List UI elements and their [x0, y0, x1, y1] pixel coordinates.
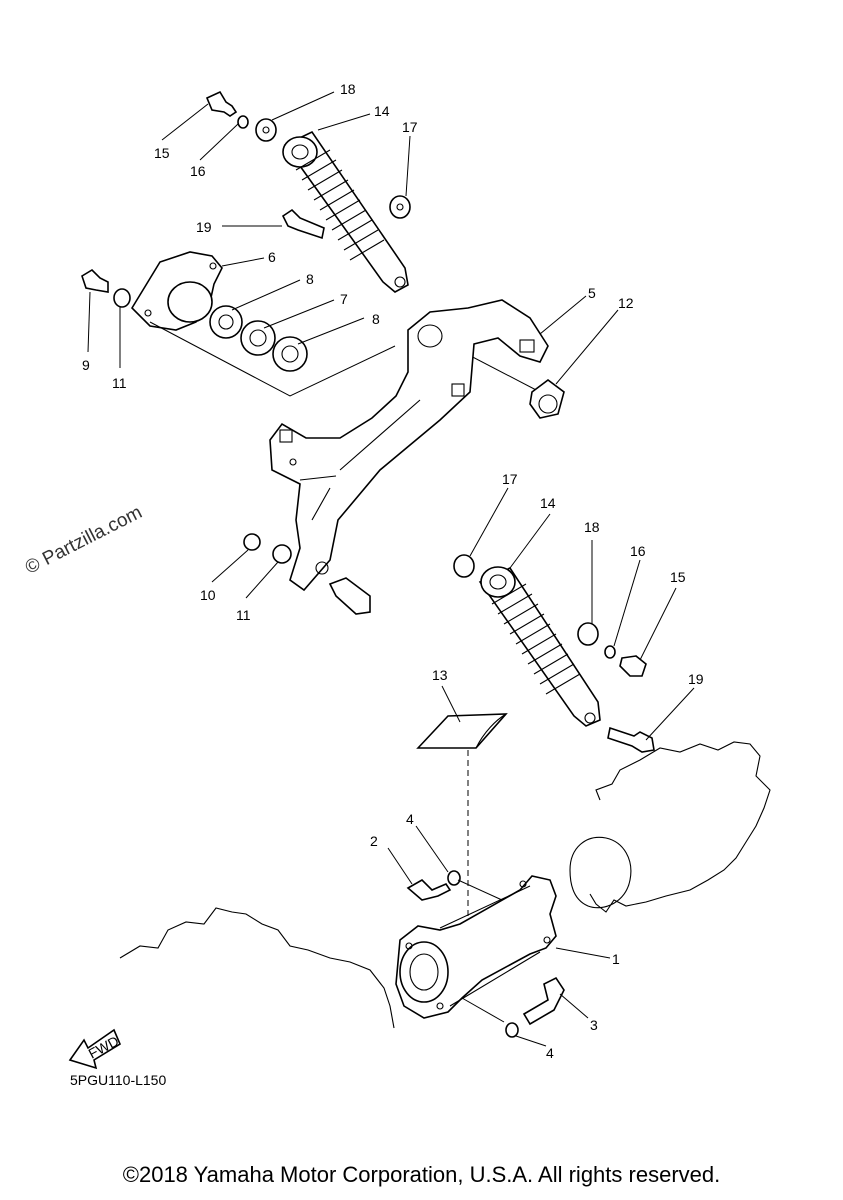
callout-14-lower: 14 — [540, 495, 556, 511]
callout-18-upper: 18 — [340, 81, 356, 97]
upper-washer-17[interactable] — [389, 195, 411, 219]
assembly-line-bracket — [149, 321, 396, 397]
engine-case-outline — [589, 741, 771, 913]
callout-7: 7 — [340, 291, 348, 307]
callout-11-lower: 11 — [236, 607, 251, 623]
callout-16-lower: 16 — [630, 543, 646, 559]
callout-6: 6 — [268, 249, 276, 265]
arm-bolt[interactable] — [328, 577, 371, 615]
callout-5: 5 — [588, 285, 596, 301]
drawing-code: 5PGU110-L150 — [70, 1072, 167, 1088]
upper-washer-18[interactable] — [255, 118, 277, 142]
leader-lines — [87, 91, 695, 1047]
assembly-line-bolt-3 — [461, 997, 505, 1023]
upper-washer-18-hole — [262, 126, 270, 134]
washer-4-lower[interactable] — [505, 1022, 519, 1038]
callout-17-upper: 17 — [402, 119, 418, 135]
callout-19-upper: 19 — [196, 219, 212, 235]
callout-numbers: 15 16 18 14 17 19 6 8 7 8 9 11 5 12 10 1… — [82, 81, 704, 1061]
lower-washer-18[interactable] — [577, 622, 599, 646]
bracket-6[interactable] — [130, 251, 223, 331]
callout-13: 13 — [432, 667, 448, 683]
callout-18-lower: 18 — [584, 519, 600, 535]
upper-washer-17-hole — [396, 203, 404, 211]
callout-4-lower: 4 — [546, 1045, 554, 1061]
washer-11-lower[interactable] — [272, 544, 292, 564]
bushing-12[interactable] — [529, 379, 565, 419]
callout-19-lower: 19 — [688, 671, 704, 687]
washer-11-upper[interactable] — [113, 288, 131, 308]
callout-8-upper: 8 — [306, 271, 314, 287]
collar-7[interactable] — [240, 320, 276, 356]
callout-10: 10 — [200, 587, 216, 603]
upper-bolt-15[interactable] — [205, 90, 238, 117]
bolt-9[interactable] — [81, 268, 109, 293]
lower-washer-16[interactable] — [604, 645, 616, 659]
bolt-2[interactable] — [406, 879, 452, 901]
rear-arm-5[interactable] — [269, 299, 549, 592]
upper-shock-absorber[interactable] — [282, 130, 409, 293]
frame-outline — [119, 907, 395, 1029]
callout-17-lower: 17 — [502, 471, 518, 487]
lower-washer-17[interactable] — [453, 554, 475, 578]
callout-14-upper: 14 — [374, 103, 390, 119]
callout-3: 3 — [590, 1017, 598, 1033]
assembly-line-bolt-2 — [457, 879, 503, 901]
upper-washer-16[interactable] — [237, 115, 249, 129]
engine-case-boss — [569, 836, 632, 909]
upper-bolt-19[interactable] — [281, 208, 325, 240]
bolt-3[interactable] — [522, 976, 565, 1026]
callout-8-lower: 8 — [372, 311, 380, 327]
lower-bolt-15[interactable] — [619, 655, 647, 677]
lower-shock-absorber[interactable] — [478, 566, 601, 727]
cover-13[interactable] — [416, 713, 508, 749]
callout-9: 9 — [82, 357, 90, 373]
callout-11-upper: 11 — [112, 375, 127, 391]
nut-10[interactable] — [243, 533, 261, 551]
callout-16-upper: 16 — [190, 163, 206, 179]
pivot-housing-1[interactable] — [395, 875, 557, 1019]
callout-12: 12 — [618, 295, 634, 311]
fwd-arrow-icon: FWD — [68, 1028, 121, 1070]
callout-2: 2 — [370, 833, 378, 849]
callout-15-lower: 15 — [670, 569, 686, 585]
bearing-8-upper[interactable] — [209, 305, 243, 339]
callout-4-upper: 4 — [406, 811, 414, 827]
callout-15-upper: 15 — [154, 145, 170, 161]
copyright-notice: ©2018 Yamaha Motor Corporation, U.S.A. A… — [122, 1162, 721, 1187]
callout-1: 1 — [612, 951, 620, 967]
bearing-8-lower[interactable] — [272, 336, 308, 372]
lower-bolt-19[interactable] — [607, 726, 655, 753]
washer-4-upper[interactable] — [447, 870, 461, 886]
